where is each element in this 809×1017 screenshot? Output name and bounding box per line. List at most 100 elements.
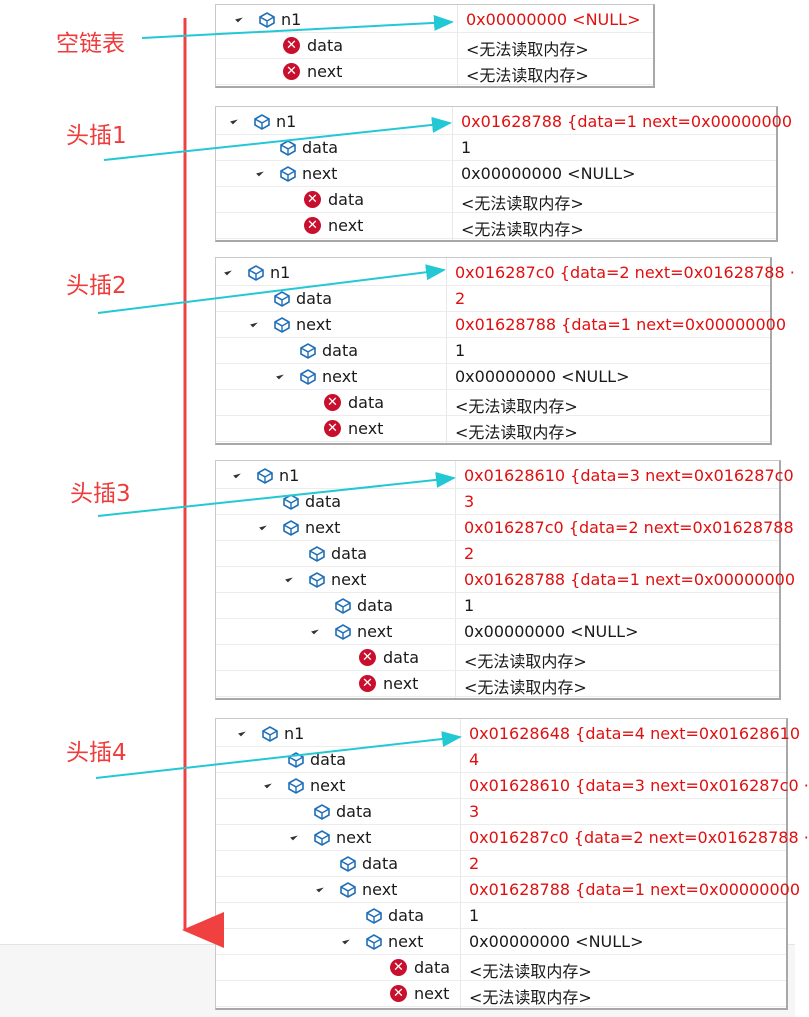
struct-variable-icon (364, 906, 384, 930)
watch-row[interactable]: ✕next<无法读取内存> (216, 59, 653, 85)
variable-name: next (362, 880, 398, 899)
struct-variable-icon (286, 750, 306, 774)
watch-row[interactable]: ✕data<无法读取内存> (216, 33, 653, 59)
watch-row[interactable]: ✕next<无法读取内存> (216, 213, 776, 239)
expand-triangle-icon[interactable] (264, 780, 272, 789)
column-divider[interactable] (457, 5, 458, 86)
watch-row[interactable]: next 0x01628788 {data=1 next=0x00000000 (216, 312, 786, 339)
watch-row[interactable]: next 0x01628788 {data=1 next=0x00000000 (216, 877, 800, 903)
variable-name: data (305, 492, 342, 511)
variable-value: 0x00000000 <NULL> (469, 932, 644, 951)
variable-name: data (307, 36, 344, 55)
variable-value: <无法读取内存> (469, 962, 592, 981)
error-icon: ✕ (390, 959, 407, 976)
watch-row[interactable]: next 0x00000000 <NULL> (216, 619, 779, 645)
expand-triangle-icon[interactable] (285, 574, 293, 583)
variable-value: 2 (455, 289, 466, 308)
watch-row[interactable]: next 0x01628610 {data=3 next=0x016287c0 · (216, 773, 809, 799)
expand-triangle-icon[interactable] (238, 728, 246, 737)
expand-triangle-icon[interactable] (311, 626, 319, 635)
variable-name: data (328, 190, 365, 209)
variable-name: next (305, 518, 341, 537)
column-divider[interactable] (455, 461, 456, 698)
expand-triangle-icon[interactable] (256, 168, 264, 177)
watch-row[interactable]: ✕data<无法读取内存> (216, 187, 776, 213)
column-divider[interactable] (460, 719, 461, 1008)
expand-triangle-icon[interactable] (224, 267, 232, 276)
variable-value: <无法读取内存> (455, 397, 578, 416)
error-icon: ✕ (359, 649, 376, 666)
watch-row[interactable]: ✕data<无法读取内存> (216, 955, 786, 981)
watch-row[interactable]: ✕data<无法读取内存> (216, 390, 770, 416)
variable-name: next (310, 776, 346, 795)
variable-value: 0x01628648 {data=4 next=0x01628610 (469, 724, 800, 743)
variable-value: 0x01628610 {data=3 next=0x016287c0 · (469, 776, 809, 795)
expand-triangle-icon[interactable] (235, 14, 243, 23)
expand-triangle-icon[interactable] (233, 470, 241, 479)
variable-value: <无法读取内存> (464, 652, 587, 671)
error-icon: ✕ (304, 217, 321, 234)
variable-name: next (388, 932, 424, 951)
expand-triangle-icon[interactable] (230, 116, 238, 125)
struct-variable-icon (278, 164, 298, 188)
variable-value: <无法读取内存> (455, 423, 578, 442)
variable-name: data (362, 854, 399, 873)
column-divider[interactable] (452, 107, 453, 240)
variable-name: next (296, 315, 332, 334)
watch-row[interactable]: ✕next<无法读取内存> (216, 416, 770, 442)
struct-variable-icon (312, 828, 332, 852)
expand-triangle-icon[interactable] (316, 884, 324, 893)
watch-row[interactable]: ✕data<无法读取内存> (216, 645, 779, 671)
variable-value: 0x01628788 {data=1 next=0x00000000 (469, 880, 800, 899)
variable-value: 0x01628610 {data=3 next=0x016287c0 (464, 466, 794, 485)
variable-value: 0x00000000 <NULL> (464, 622, 639, 641)
expand-triangle-icon[interactable] (342, 936, 350, 945)
error-icon: ✕ (324, 420, 341, 437)
struct-variable-icon (260, 724, 280, 748)
variable-value: 0x016287c0 {data=2 next=0x01628788 · (469, 828, 809, 847)
expand-triangle-icon[interactable] (290, 832, 298, 841)
struct-variable-icon (246, 263, 266, 287)
annotation-empty-list: 空链表 (56, 31, 125, 57)
expand-triangle-icon[interactable] (259, 522, 267, 531)
column-divider[interactable] (446, 258, 447, 443)
error-icon: ✕ (304, 191, 321, 208)
variable-value: <无法读取内存> (464, 678, 587, 697)
variable-name: n1 (281, 10, 302, 29)
expand-triangle-icon[interactable] (276, 371, 284, 380)
variable-value: 0x00000000 <NULL> (461, 164, 636, 183)
struct-variable-icon (298, 367, 318, 391)
struct-variable-icon (255, 466, 275, 490)
watch-row[interactable]: ✕next<无法读取内存> (216, 981, 786, 1007)
watch-row[interactable]: n1 0x00000000 <NULL> (216, 7, 653, 33)
watch-row[interactable]: next 0x00000000 <NULL> (216, 929, 786, 955)
struct-variable-icon (272, 315, 292, 339)
watch-row[interactable]: ✕next<无法读取内存> (216, 671, 779, 697)
error-icon: ✕ (390, 985, 407, 1002)
expand-triangle-icon[interactable] (250, 319, 258, 328)
variable-value: 0x01628788 {data=1 next=0x00000000 (455, 315, 786, 334)
variable-value: 0x00000000 <NULL> (466, 10, 641, 29)
variable-name: next (357, 622, 393, 641)
variable-name: data (322, 341, 359, 360)
